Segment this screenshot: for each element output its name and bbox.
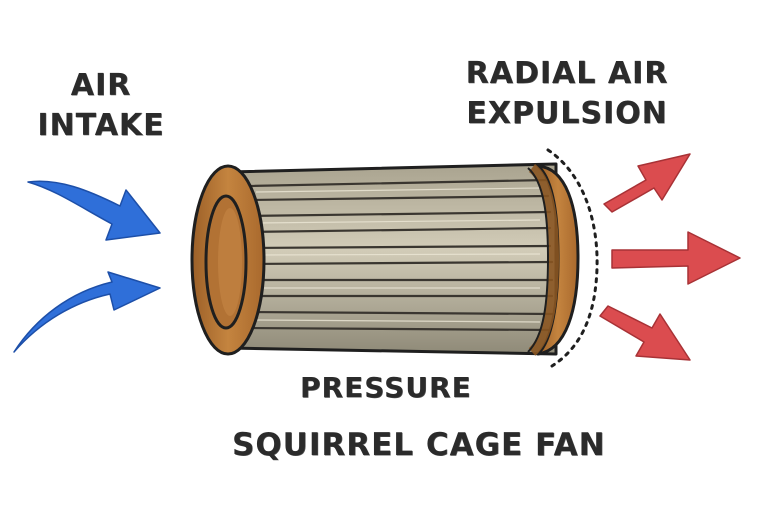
intake-arrow-bottom-icon (13, 271, 161, 353)
air-intake-label: AIR INTAKE (26, 66, 176, 146)
fan-title: SQUIRREL CAGE FAN (232, 427, 606, 463)
fan-blades (244, 178, 554, 332)
intake-arrow-top-icon (27, 180, 161, 241)
fan-drum (190, 162, 580, 356)
air-intake-label-line1: AIR (70, 68, 132, 103)
pressure-label: PRESSURE (300, 371, 472, 404)
air-intake-label-line2: INTAKE (37, 108, 165, 143)
exhaust-arrow-bottom-icon (599, 305, 691, 361)
exhaust-arrow-middle-icon (611, 231, 741, 285)
radial-air-expulsion-label-line1: RADIAL AIR (465, 56, 669, 91)
fan-left-cap (190, 164, 266, 356)
radial-air-expulsion-label: RADIAL AIR EXPULSION (448, 54, 686, 134)
radial-air-expulsion-label-line2: EXPULSION (466, 96, 668, 131)
fan-right-cap (527, 164, 580, 356)
exhaust-arrow-top-icon (603, 153, 691, 213)
radial-flow-arc (546, 148, 599, 368)
